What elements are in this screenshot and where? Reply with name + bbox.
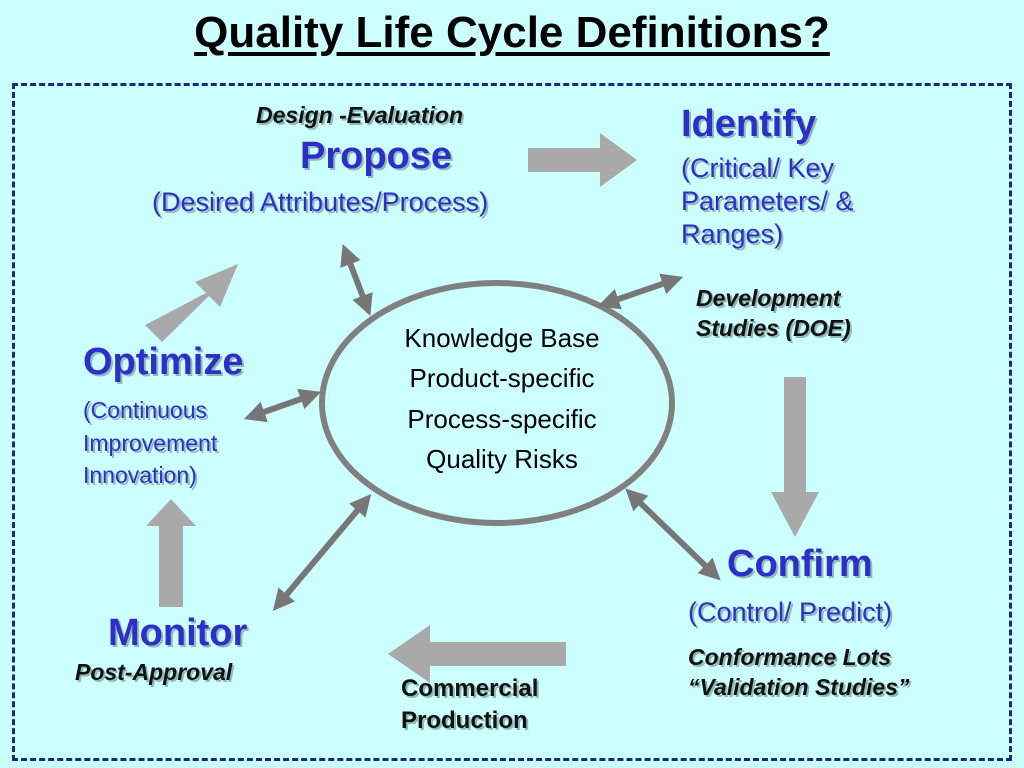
confirm-note-line: “Validation Studies” [688,673,910,700]
optimize-detail-line: Innovation) [83,462,197,489]
identify-detail-line: Ranges) [681,218,784,249]
identify-note: Development Studies (DOE) [696,284,851,344]
production-label: Commercial Production [401,673,538,738]
kb-line: Process-specific [407,403,597,434]
connector-propose [340,243,373,317]
identify-detail: (Critical/ Key Parameters/ & Ranges) [681,152,854,251]
propose-note: Design -Evaluation [256,102,464,128]
optimize-detail-line: Improvement [83,429,218,456]
page-title: Quality Life Cycle Definitions? [194,8,830,57]
production-line: Commercial [401,675,539,702]
confirm-detail: (Control/ Predict) [688,597,893,627]
arrow-monitor-to-optimize [146,499,196,607]
identify-detail-line: (Critical/ Key [681,153,835,183]
diagram-frame [12,83,1012,761]
confirm-note: Conformance Lots “Validation Studies” [688,643,910,703]
monitor-heading: Monitor [108,612,248,654]
knowledge-base-ellipse [319,280,675,526]
kb-line: Product-specific [409,363,595,394]
optimize-detail-line: (Continuous [83,397,208,423]
arrow-production-to-monitor [388,625,566,683]
kb-line: Knowledge Base [404,323,600,353]
confirm-note-line: Conformance Lots [688,644,892,670]
propose-heading: Propose [300,135,453,177]
connector-confirm [625,488,721,581]
monitor-note: Post-Approval [75,659,233,685]
propose-detail: (Desired Attributes/Process) [152,187,489,217]
arrow-optimize-to-propose [145,264,238,342]
optimize-heading: Optimize [83,341,244,383]
identify-note-line: Development [696,285,841,311]
arrow-propose-to-identify [528,133,637,187]
connector-identify [597,273,684,310]
arrow-identify-to-confirm [771,377,819,537]
optimize-detail: (Continuous Improvement Innovation) [83,394,217,492]
connector-monitor [272,494,372,611]
identify-detail-line: Parameters/ & [681,185,854,216]
knowledge-base-text: Knowledge Base Product-specific Process-… [330,318,674,479]
production-line: Production [401,707,528,735]
identify-note-line: Studies (DOE) [696,314,851,341]
identify-heading: Identify [681,103,817,145]
kb-line: Quality Risks [426,443,578,474]
connector-optimize [243,388,322,423]
confirm-heading: Confirm [727,543,873,585]
